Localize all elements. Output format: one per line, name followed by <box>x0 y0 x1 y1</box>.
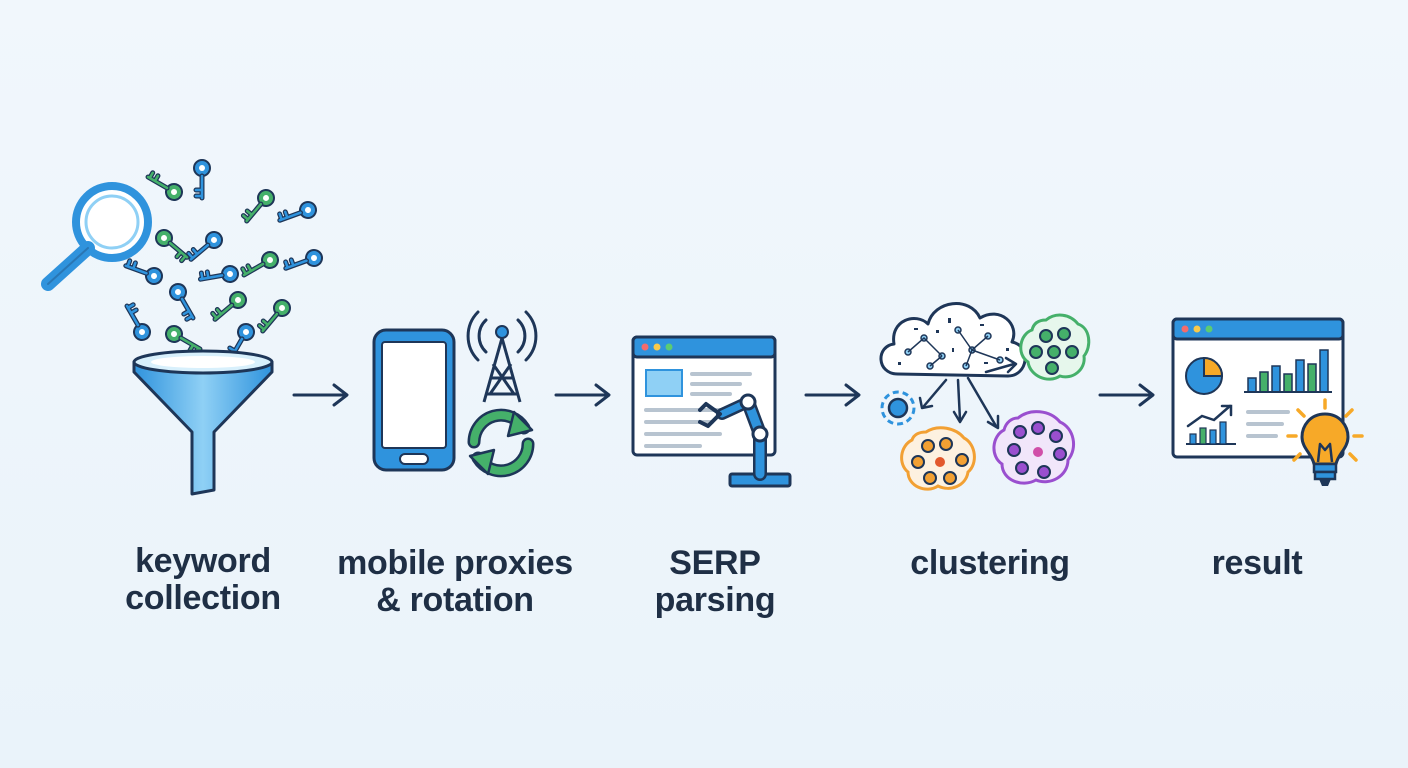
key-icon <box>194 160 210 198</box>
lightbulb-icon <box>1286 398 1364 486</box>
key-icon <box>241 187 278 226</box>
arrow-right-icon <box>804 383 861 407</box>
key-icon <box>277 200 318 228</box>
magnifier-icon <box>41 182 152 291</box>
robot-arm-icon <box>698 393 792 488</box>
antenna-tower-icon <box>466 310 538 403</box>
funnel-icon <box>132 349 274 496</box>
step-label-keyword-collection: keyword collection <box>125 542 281 617</box>
rotation-arrows-icon <box>467 408 535 478</box>
key-icon <box>167 281 200 322</box>
arrow-right-icon <box>292 383 349 407</box>
key-icon <box>210 289 249 326</box>
browser-window-icon <box>631 335 777 457</box>
keys-group <box>118 150 348 360</box>
cluster-icon <box>992 410 1076 485</box>
cluster-icon <box>880 390 916 426</box>
clustering-group <box>879 302 1091 491</box>
key-icon <box>240 249 281 282</box>
arrow-right-icon <box>554 383 611 407</box>
key-icon <box>153 227 192 264</box>
step-label-mobile-proxies: mobile proxies & rotation <box>337 544 573 619</box>
key-icon <box>257 297 294 336</box>
smartphone-icon <box>372 328 456 472</box>
key-icon <box>123 258 164 286</box>
key-icon <box>199 265 239 287</box>
cluster-icon <box>1019 313 1091 381</box>
cloud-icon <box>879 302 1027 378</box>
step-label-result: result <box>1211 544 1303 582</box>
key-icon <box>283 248 324 276</box>
step-label-clustering: clustering <box>910 544 1070 582</box>
step-label-serp-parsing: SERP parsing <box>654 544 776 619</box>
key-icon <box>144 170 185 203</box>
dashboard-icon <box>1171 317 1345 459</box>
key-icon <box>186 229 225 266</box>
key-icon <box>120 302 153 343</box>
cluster-icon <box>900 426 976 491</box>
arrow-right-icon <box>1098 383 1155 407</box>
